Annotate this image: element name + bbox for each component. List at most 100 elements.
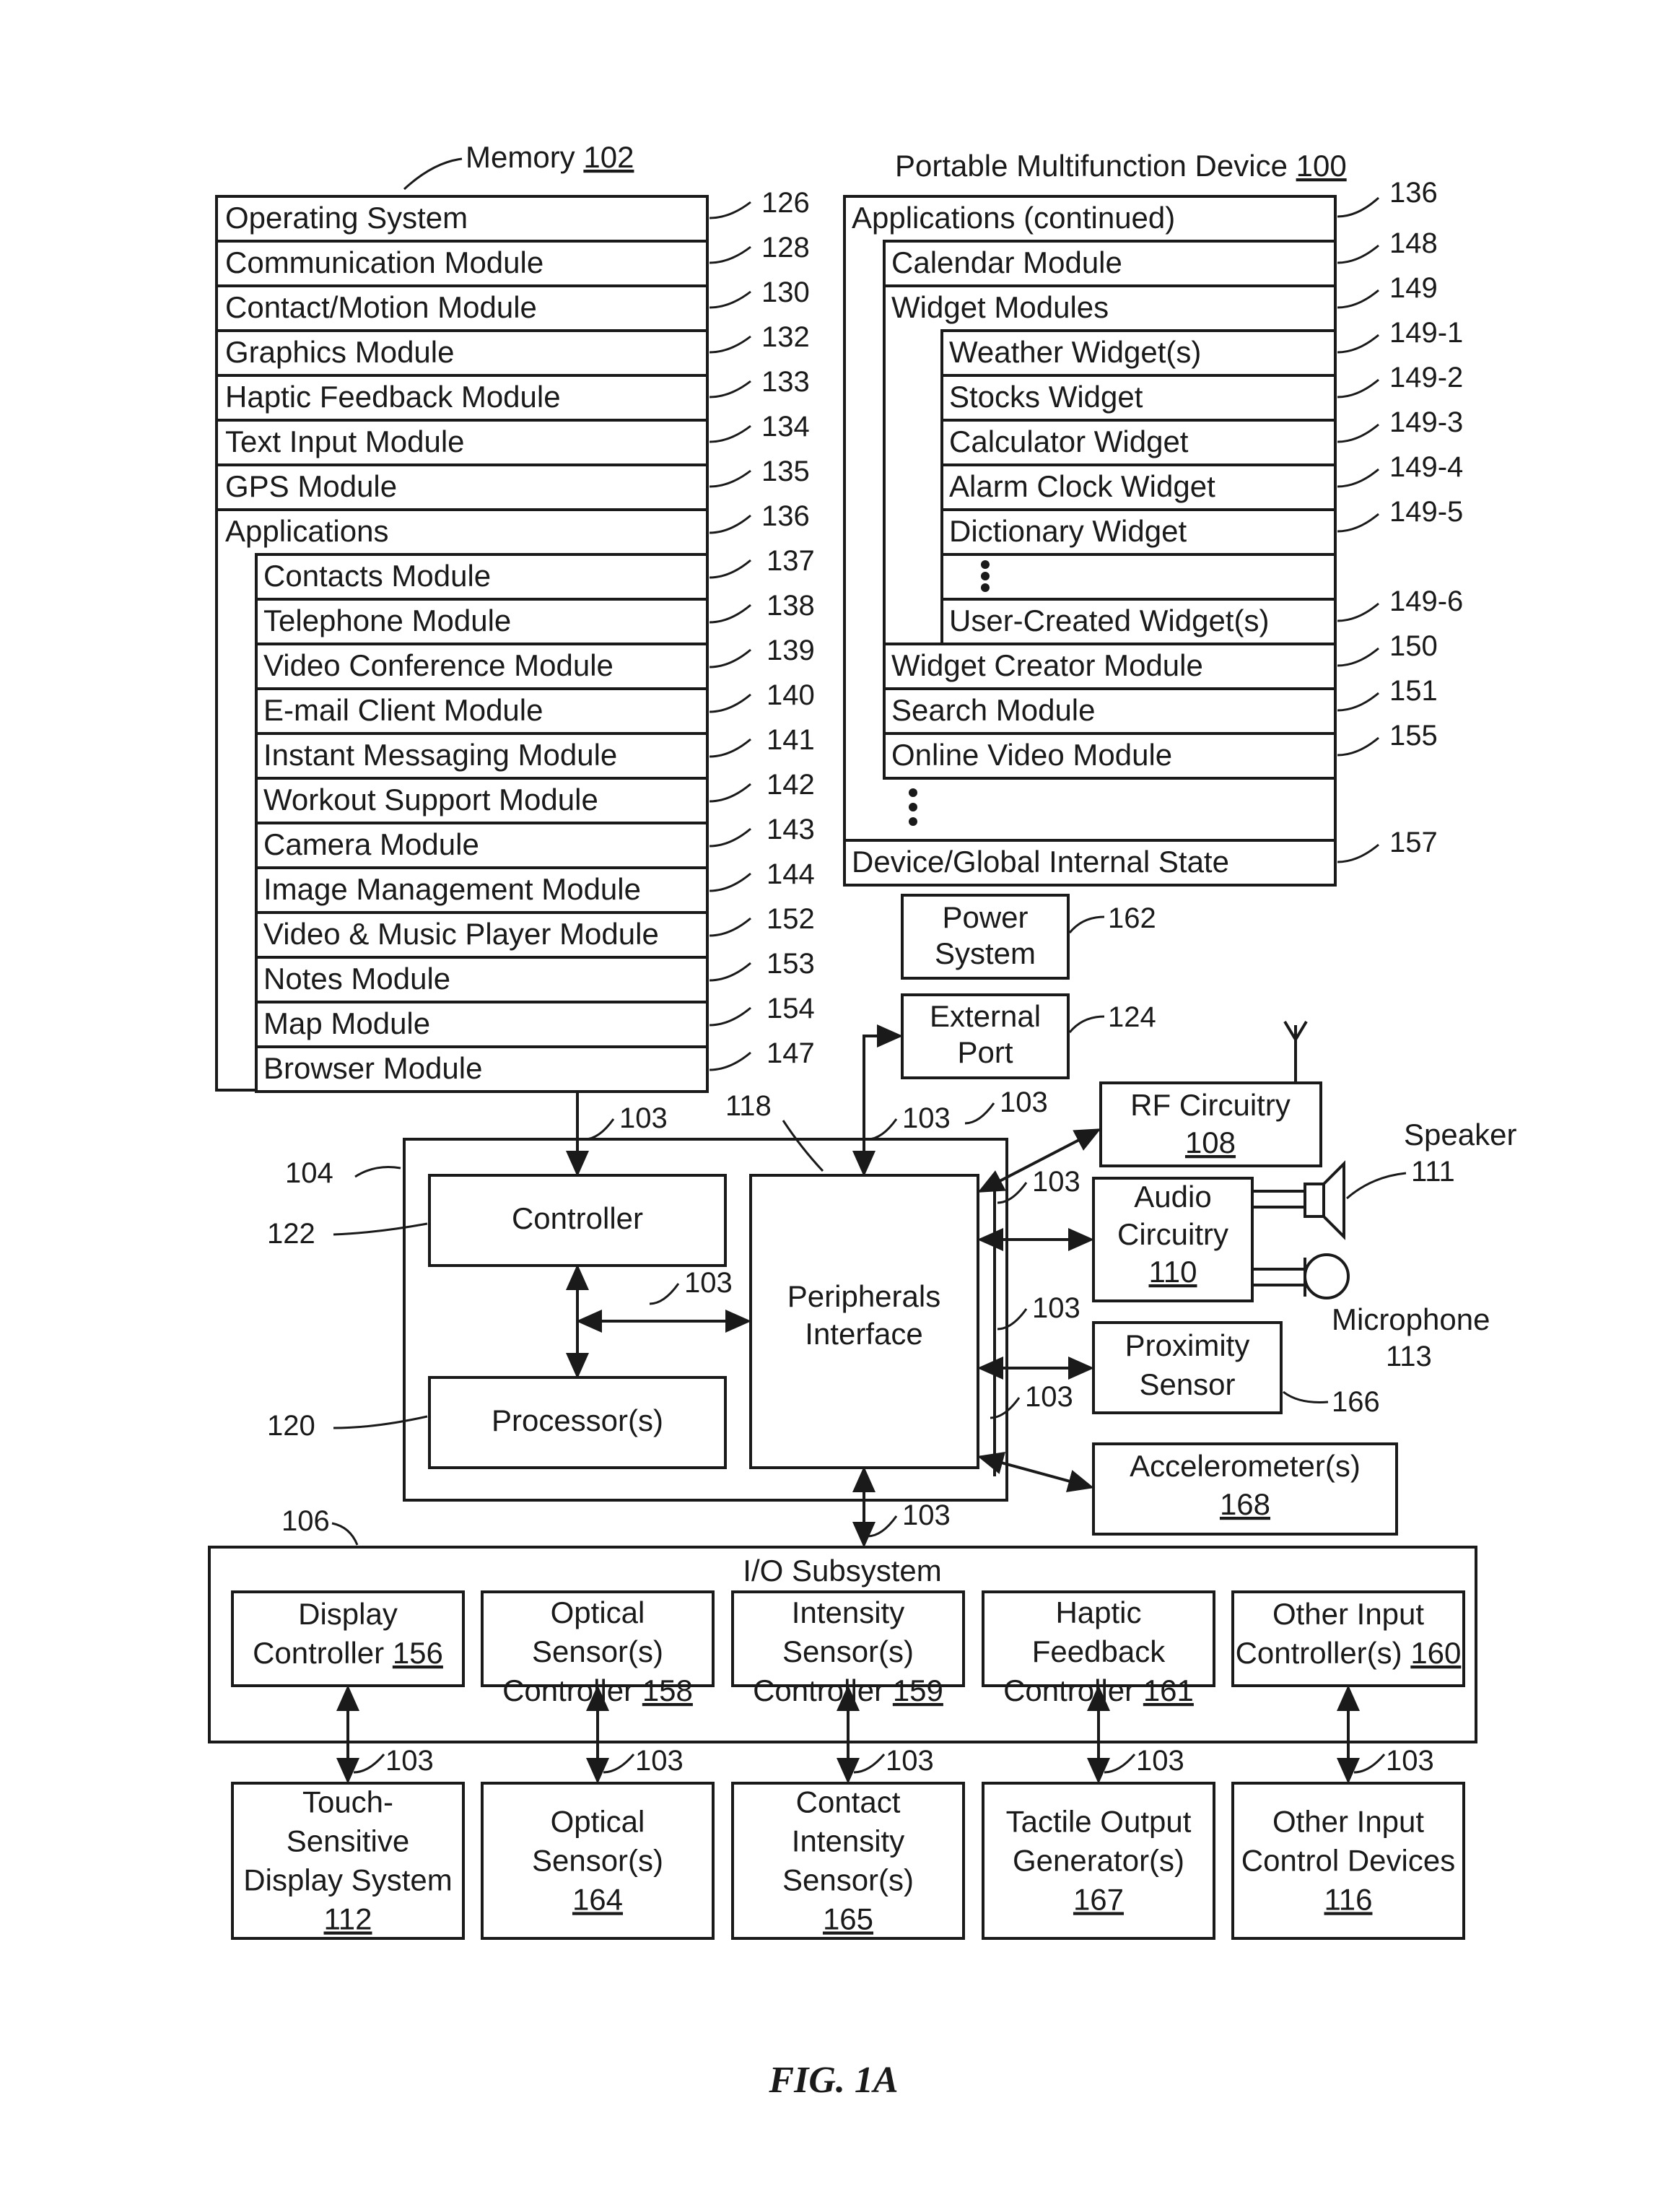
bus-ref: 103 [902, 1499, 951, 1531]
proximity-sensor: Proximity Sensor 166 [1093, 1323, 1380, 1418]
io-device-label: Display System [243, 1863, 452, 1897]
bus-ref: 103 [619, 1102, 668, 1134]
io-device-label: Generator(s) [1013, 1844, 1184, 1878]
peripherals-line2: Interface [805, 1317, 922, 1351]
app-module-ref: 141 [767, 724, 815, 756]
accelerometer: Accelerometer(s) 168 [1093, 1444, 1397, 1534]
io-controller-label: Controller 156 [253, 1636, 443, 1670]
app-module-ref: 143 [767, 814, 815, 845]
memory-item-ref: 135 [761, 456, 810, 487]
io-device-label: Intensity [792, 1824, 904, 1858]
io-device-label: Control Devices [1241, 1844, 1455, 1878]
calendar-module-ref: 148 [1389, 227, 1438, 259]
applications-ref: 136 [761, 500, 810, 532]
proximity-line1: Proximity [1125, 1328, 1250, 1362]
memory-item-ref: 134 [761, 411, 810, 443]
microphone-icon [1305, 1255, 1348, 1298]
app-module-ref: 153 [767, 948, 815, 980]
io-ref: 106 [281, 1505, 330, 1537]
device-applications-label: Applications (continued) [852, 201, 1175, 235]
device-app-label: Widget Creator Module [891, 648, 1203, 682]
bus-ref: 103 [635, 1745, 684, 1777]
io-device-label: 165 [823, 1902, 873, 1936]
peripherals-line1: Peripherals [787, 1279, 940, 1313]
device-app-label: Online Video Module [891, 738, 1172, 772]
memory-item-label: Text Input Module [225, 424, 465, 458]
bus-ref: 103 [1032, 1292, 1080, 1324]
power-line1: Power [942, 900, 1028, 934]
io-device-label: Sensor(s) [532, 1844, 663, 1878]
memory-block: Memory 102 Operating System 126Communicat… [217, 140, 815, 1092]
io-device-label: 167 [1073, 1883, 1124, 1917]
io-device-label: Touch- [302, 1785, 393, 1819]
proximity-ref: 166 [1332, 1386, 1380, 1418]
microphone: Microphone 113 [1254, 1255, 1490, 1372]
io-device-label: Tactile Output [1006, 1805, 1192, 1839]
app-module-label: Workout Support Module [263, 783, 598, 817]
widget-item-ref: 149-3 [1389, 406, 1463, 438]
app-module-label: Telephone Module [263, 604, 511, 637]
io-subsystem: I/O Subsystem 106 DisplayController 156O… [209, 1505, 1476, 1742]
port-ref: 124 [1108, 1001, 1156, 1033]
io-controller-label: Optical [551, 1595, 645, 1629]
app-module-ref: 138 [767, 590, 815, 622]
widget-item-ref: 149-1 [1389, 317, 1463, 349]
rf-num: 108 [1185, 1125, 1236, 1159]
speaker-icon [1305, 1184, 1324, 1216]
speaker-label: Speaker [1404, 1118, 1516, 1151]
user-widget-label: User-Created Widget(s) [949, 604, 1269, 637]
memory-item-label: GPS Module [225, 469, 397, 503]
app-module-ref: 152 [767, 903, 815, 935]
app-module-label: E-mail Client Module [263, 693, 543, 727]
microphone-ref: 113 [1386, 1341, 1432, 1372]
io-controller-label: Intensity [792, 1595, 904, 1629]
widget-item-label: Alarm Clock Widget [949, 469, 1215, 503]
memory-item-ref: 132 [761, 321, 810, 353]
audio-circuitry: Audio Circuitry 110 [1093, 1178, 1252, 1301]
app-module-ref: 147 [767, 1037, 815, 1069]
speaker-ref: 111 [1411, 1156, 1455, 1188]
proximity-line2: Sensor [1139, 1367, 1235, 1401]
memory-item-label: Haptic Feedback Module [225, 380, 561, 414]
widget-item-ref: 149-2 [1389, 362, 1463, 393]
controller-ref: 122 [267, 1218, 315, 1250]
io-controller-label: Sensor(s) [532, 1634, 663, 1668]
app-module-label: Video & Music Player Module [263, 917, 659, 951]
memory-item-label: Operating System [225, 201, 468, 235]
rf-line1: RF Circuitry [1130, 1088, 1291, 1122]
bus-ref: 103 [902, 1102, 951, 1134]
audio-line1: Audio [1134, 1180, 1211, 1214]
app-module-label: Browser Module [263, 1051, 482, 1085]
device-app-ref: 155 [1389, 720, 1438, 752]
device-title: Portable Multifunction Device 100 [895, 149, 1347, 183]
bus-ref: 103 [385, 1745, 434, 1777]
app-module-ref: 154 [767, 993, 815, 1024]
chip-ref: 104 [285, 1157, 333, 1189]
app-module-label: Image Management Module [263, 872, 641, 906]
io-controller-label: Controller(s) 160 [1236, 1636, 1462, 1670]
app-module-label: Instant Messaging Module [263, 738, 617, 772]
app-module-ref: 139 [767, 635, 815, 666]
app-module-label: Contacts Module [263, 559, 491, 593]
device-state-label: Device/Global Internal State [852, 845, 1229, 879]
memory-item-ref: 126 [761, 187, 810, 219]
io-controller-label: Feedback [1032, 1634, 1166, 1668]
io-device-label: Optical [551, 1805, 645, 1839]
processor-label: Processor(s) [492, 1403, 663, 1437]
memory-item-ref: 130 [761, 276, 810, 308]
memory-item-label: Communication Module [225, 245, 543, 279]
app-module-label: Notes Module [263, 962, 450, 996]
memory-applications: Applications136Contacts Module137Telepho… [225, 500, 815, 1092]
app-module-label: Video Conference Module [263, 648, 614, 682]
device-state-ref: 157 [1389, 827, 1438, 858]
io-controller-label: Display [298, 1597, 398, 1631]
memory-title: Memory 102 [466, 140, 634, 174]
widget-item-label: Stocks Widget [949, 380, 1143, 414]
io-device-label: 112 [324, 1902, 372, 1936]
accelerometer-num: 168 [1220, 1487, 1270, 1521]
widget-modules-label: Widget Modules [891, 290, 1109, 324]
bus-ref: 103 [1000, 1087, 1048, 1118]
io-device-label: Contact [796, 1785, 901, 1819]
external-port: External Port 124 [902, 995, 1156, 1078]
